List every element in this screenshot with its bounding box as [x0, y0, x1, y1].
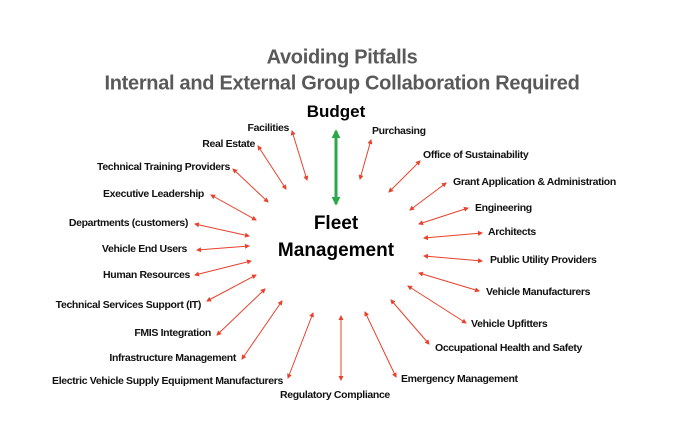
group-label: Departments (customers) — [68, 217, 189, 229]
arrow-engineering — [418, 206, 469, 226]
group-label: Vehicle End Users — [101, 243, 187, 255]
arrow-human-resources — [194, 259, 252, 277]
arrow-departments — [194, 222, 250, 238]
arrow-purchasing — [358, 139, 373, 180]
arrow-real-estate — [257, 145, 287, 190]
arrow-technical-services — [206, 274, 257, 302]
arrow-vehicle-manufacturers — [418, 271, 480, 293]
group-label: Infrastructure Management — [109, 352, 236, 364]
group-label: Vehicle Manufacturers — [486, 286, 591, 298]
group-label: Public Utility Providers — [490, 254, 597, 266]
arrow-grant — [409, 182, 447, 211]
group-label: Office of Sustainability — [423, 149, 529, 161]
group-label: Grant Application & Administration — [453, 176, 616, 188]
arrow-facilities — [290, 130, 309, 181]
arrow-public-utility — [423, 253, 483, 264]
arrow-upfitters — [407, 285, 467, 324]
group-label: Purchasing — [372, 125, 426, 137]
group-label: Engineering — [475, 202, 532, 214]
group-label: Occupational Health and Safety — [435, 342, 583, 354]
arrow-infrastructure — [241, 300, 283, 360]
arrow-occupational — [390, 299, 430, 345]
arrow-technical-training — [232, 168, 269, 203]
arrow-evse — [287, 312, 314, 379]
group-label: Human Resources — [103, 269, 190, 281]
group-label: Architects — [488, 226, 536, 238]
title-line-2: Internal and External Group Collaboratio… — [104, 72, 580, 95]
title-line-1: Avoiding Pitfalls — [266, 46, 418, 69]
group-label: Regulatory Compliance — [280, 389, 390, 401]
group-label: Technical Services Support (IT) — [55, 299, 202, 311]
group-label: Executive Leadership — [103, 188, 204, 200]
center-label-line-1: Fleet — [313, 213, 359, 234]
group-label: Emergency Management — [401, 373, 518, 385]
group-label: Facilities — [247, 122, 290, 134]
group-label: Vehicle Upfitters — [471, 318, 548, 330]
budget-label: Budget — [306, 102, 366, 121]
arrow-emergency — [364, 311, 397, 378]
arrow-executive-leadership — [210, 194, 257, 221]
group-label: Technical Training Providers — [97, 161, 230, 173]
arrow-architects — [423, 230, 483, 241]
group-label: Electric Vehicle Supply Equipment Manufa… — [52, 375, 283, 387]
arrow-fmis — [216, 288, 266, 336]
group-label: Real Estate — [202, 138, 255, 150]
center-label-line-2: Management — [277, 240, 395, 261]
arrow-sustainability — [388, 160, 421, 193]
group-label: FMIS Integration — [134, 327, 211, 339]
arrow-vehicle-end-users — [196, 243, 250, 253]
